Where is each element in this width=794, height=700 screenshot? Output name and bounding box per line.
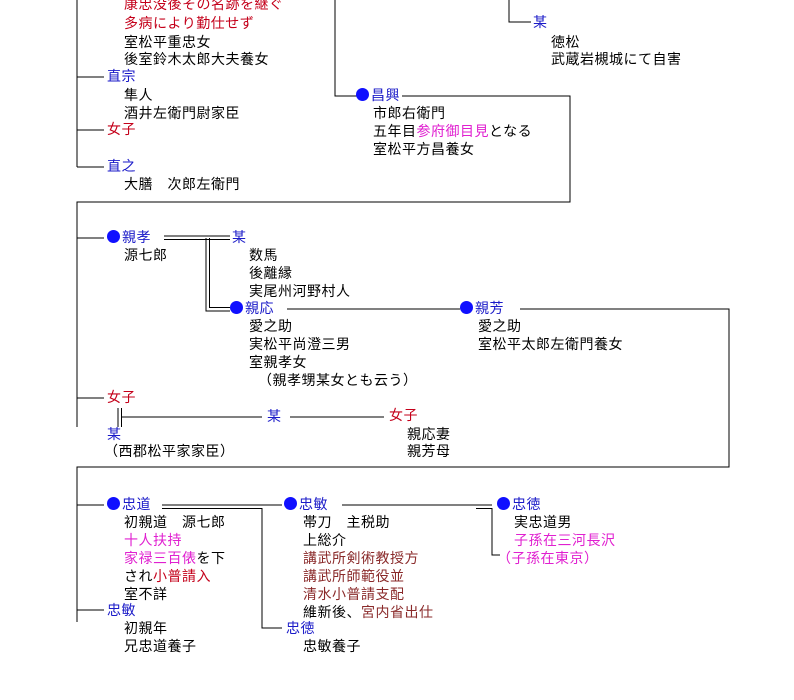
- person-tadatoshi-2-line2: 兄忠道養子: [124, 639, 197, 655]
- person-tadatoshi-1-line4: 講武所師範役並: [303, 569, 405, 585]
- person-joshi-3-line2: 親芳母: [407, 444, 451, 460]
- person-bou-1-line2: 武蔵岩槻城にて自害: [551, 52, 682, 68]
- person-chikamasa-line2: 実松平尚澄三男: [249, 337, 351, 353]
- person-tadanori-2-line1: 忠敏養子: [303, 639, 361, 655]
- person-tadamichi-line5: 室不詳: [124, 587, 168, 603]
- person-tadamichi-line3: 家禄三百俵を下: [124, 551, 226, 567]
- person-tadatoshi-1-line1: 帯刀 主税助: [303, 515, 390, 531]
- person-tadanori-1-line3: （子孫在東京）: [497, 551, 599, 567]
- person-chikayoshi-line1: 愛之助: [478, 319, 522, 335]
- person-joshi-3-line1: 親応妻: [407, 427, 451, 443]
- person-tadamichi-line1: 初親道 源七郎: [124, 515, 226, 531]
- head-dot-icon: [107, 230, 120, 243]
- head-dot-icon: [284, 497, 297, 510]
- person-bou-2-line1: 数馬: [249, 248, 278, 264]
- person-joshi-2[interactable]: 女子: [107, 390, 136, 406]
- person-naoyuki-name[interactable]: 直之: [107, 159, 136, 175]
- top-text-4: 後室鈴木太郎大夫養女: [124, 52, 269, 68]
- person-chikayoshi-name[interactable]: 親芳: [460, 301, 504, 318]
- person-chikamasa-line1: 愛之助: [249, 319, 293, 335]
- person-bou-2-line3: 実尾州河野村人: [249, 284, 351, 300]
- top-text-3: 室松平重忠女: [124, 35, 211, 51]
- person-masaoki-line2: 五年目参府御目見となる: [373, 124, 533, 140]
- person-tadatoshi-1-line3: 講武所剣術教授方: [303, 551, 419, 567]
- person-tadanori-1-line1: 実忠道男: [514, 515, 572, 531]
- person-chikataka-name[interactable]: 親孝: [107, 230, 151, 247]
- person-masaoki-line3: 室松平方昌養女: [373, 142, 475, 158]
- person-bou-1-name[interactable]: 某: [533, 15, 548, 31]
- person-masaoki-name[interactable]: 昌興: [356, 88, 400, 105]
- person-joshi-1[interactable]: 女子: [107, 122, 136, 138]
- top-text-1: 康忠没後その名跡を継ぐ: [124, 0, 284, 13]
- person-naomune-line1: 隼人: [124, 88, 153, 104]
- head-dot-icon: [230, 301, 243, 314]
- head-dot-icon: [460, 301, 473, 314]
- person-bou-2-line2: 後離縁: [249, 266, 293, 282]
- person-naoyuki-line1: 大膳 次郎左衛門: [124, 177, 240, 193]
- person-tadatoshi-1-line2: 上総介: [303, 533, 347, 549]
- person-joshi-3-name[interactable]: 女子: [389, 408, 418, 424]
- person-masaoki-line1: 市郎右衛門: [373, 106, 446, 122]
- person-tadanori-2-name[interactable]: 忠徳: [286, 621, 315, 637]
- person-tadatoshi-1-line6: 維新後、宮内省出仕: [303, 605, 434, 621]
- person-bou-3-name[interactable]: 某: [107, 427, 122, 443]
- person-chikayoshi-line2: 室松平太郎左衛門養女: [478, 337, 623, 353]
- person-naomune-line2: 酒井左衛門尉家臣: [124, 106, 240, 122]
- person-tadatoshi-2-line1: 初親年: [124, 621, 168, 637]
- person-tadamichi-line4: され小普請入: [124, 569, 211, 585]
- person-bou-2-name[interactable]: 某: [232, 230, 247, 246]
- person-chikamasa-name[interactable]: 親応: [230, 301, 274, 318]
- head-dot-icon: [107, 497, 120, 510]
- person-tadanori-1-line2: 子孫在三河長沢: [514, 533, 616, 549]
- top-text-2: 多病により勤仕せず: [124, 16, 255, 32]
- person-tadatoshi-1-line5: 清水小普請支配: [303, 587, 405, 603]
- person-tadatoshi-2-name[interactable]: 忠敏: [107, 603, 136, 619]
- person-chikamasa-line3: 室親孝女: [249, 355, 307, 371]
- person-tadamichi-name[interactable]: 忠道: [107, 497, 151, 514]
- person-tadanori-1-name[interactable]: 忠徳: [497, 497, 541, 514]
- person-tadatoshi-1-name[interactable]: 忠敏: [284, 497, 328, 514]
- person-chikamasa-line4: （親孝甥某女とも云う）: [258, 373, 418, 389]
- person-chikataka-line1: 源七郎: [124, 248, 168, 264]
- head-dot-icon: [497, 497, 510, 510]
- person-naomune-name[interactable]: 直宗: [107, 69, 136, 85]
- person-bou-3-line1: （西郡松平家家臣）: [104, 444, 235, 460]
- head-dot-icon: [356, 88, 369, 101]
- person-tadamichi-line2: 十人扶持: [124, 533, 182, 549]
- person-bou-1-line1: 徳松: [551, 35, 580, 51]
- person-bou-4-name[interactable]: 某: [267, 409, 282, 425]
